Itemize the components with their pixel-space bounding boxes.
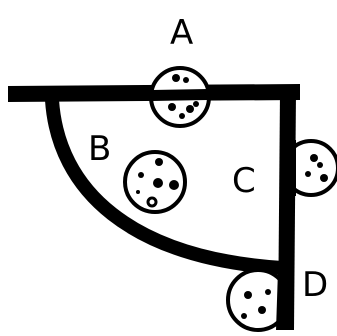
cookie-b [123,150,187,214]
cookie-c [280,139,337,197]
label-a: A [170,13,193,53]
label-d: D [302,265,328,305]
label-b: B [88,129,111,169]
quadrant-arc [45,93,289,275]
label-c: C [232,161,256,201]
cookie-d [226,268,294,332]
cookie-a [149,66,211,128]
